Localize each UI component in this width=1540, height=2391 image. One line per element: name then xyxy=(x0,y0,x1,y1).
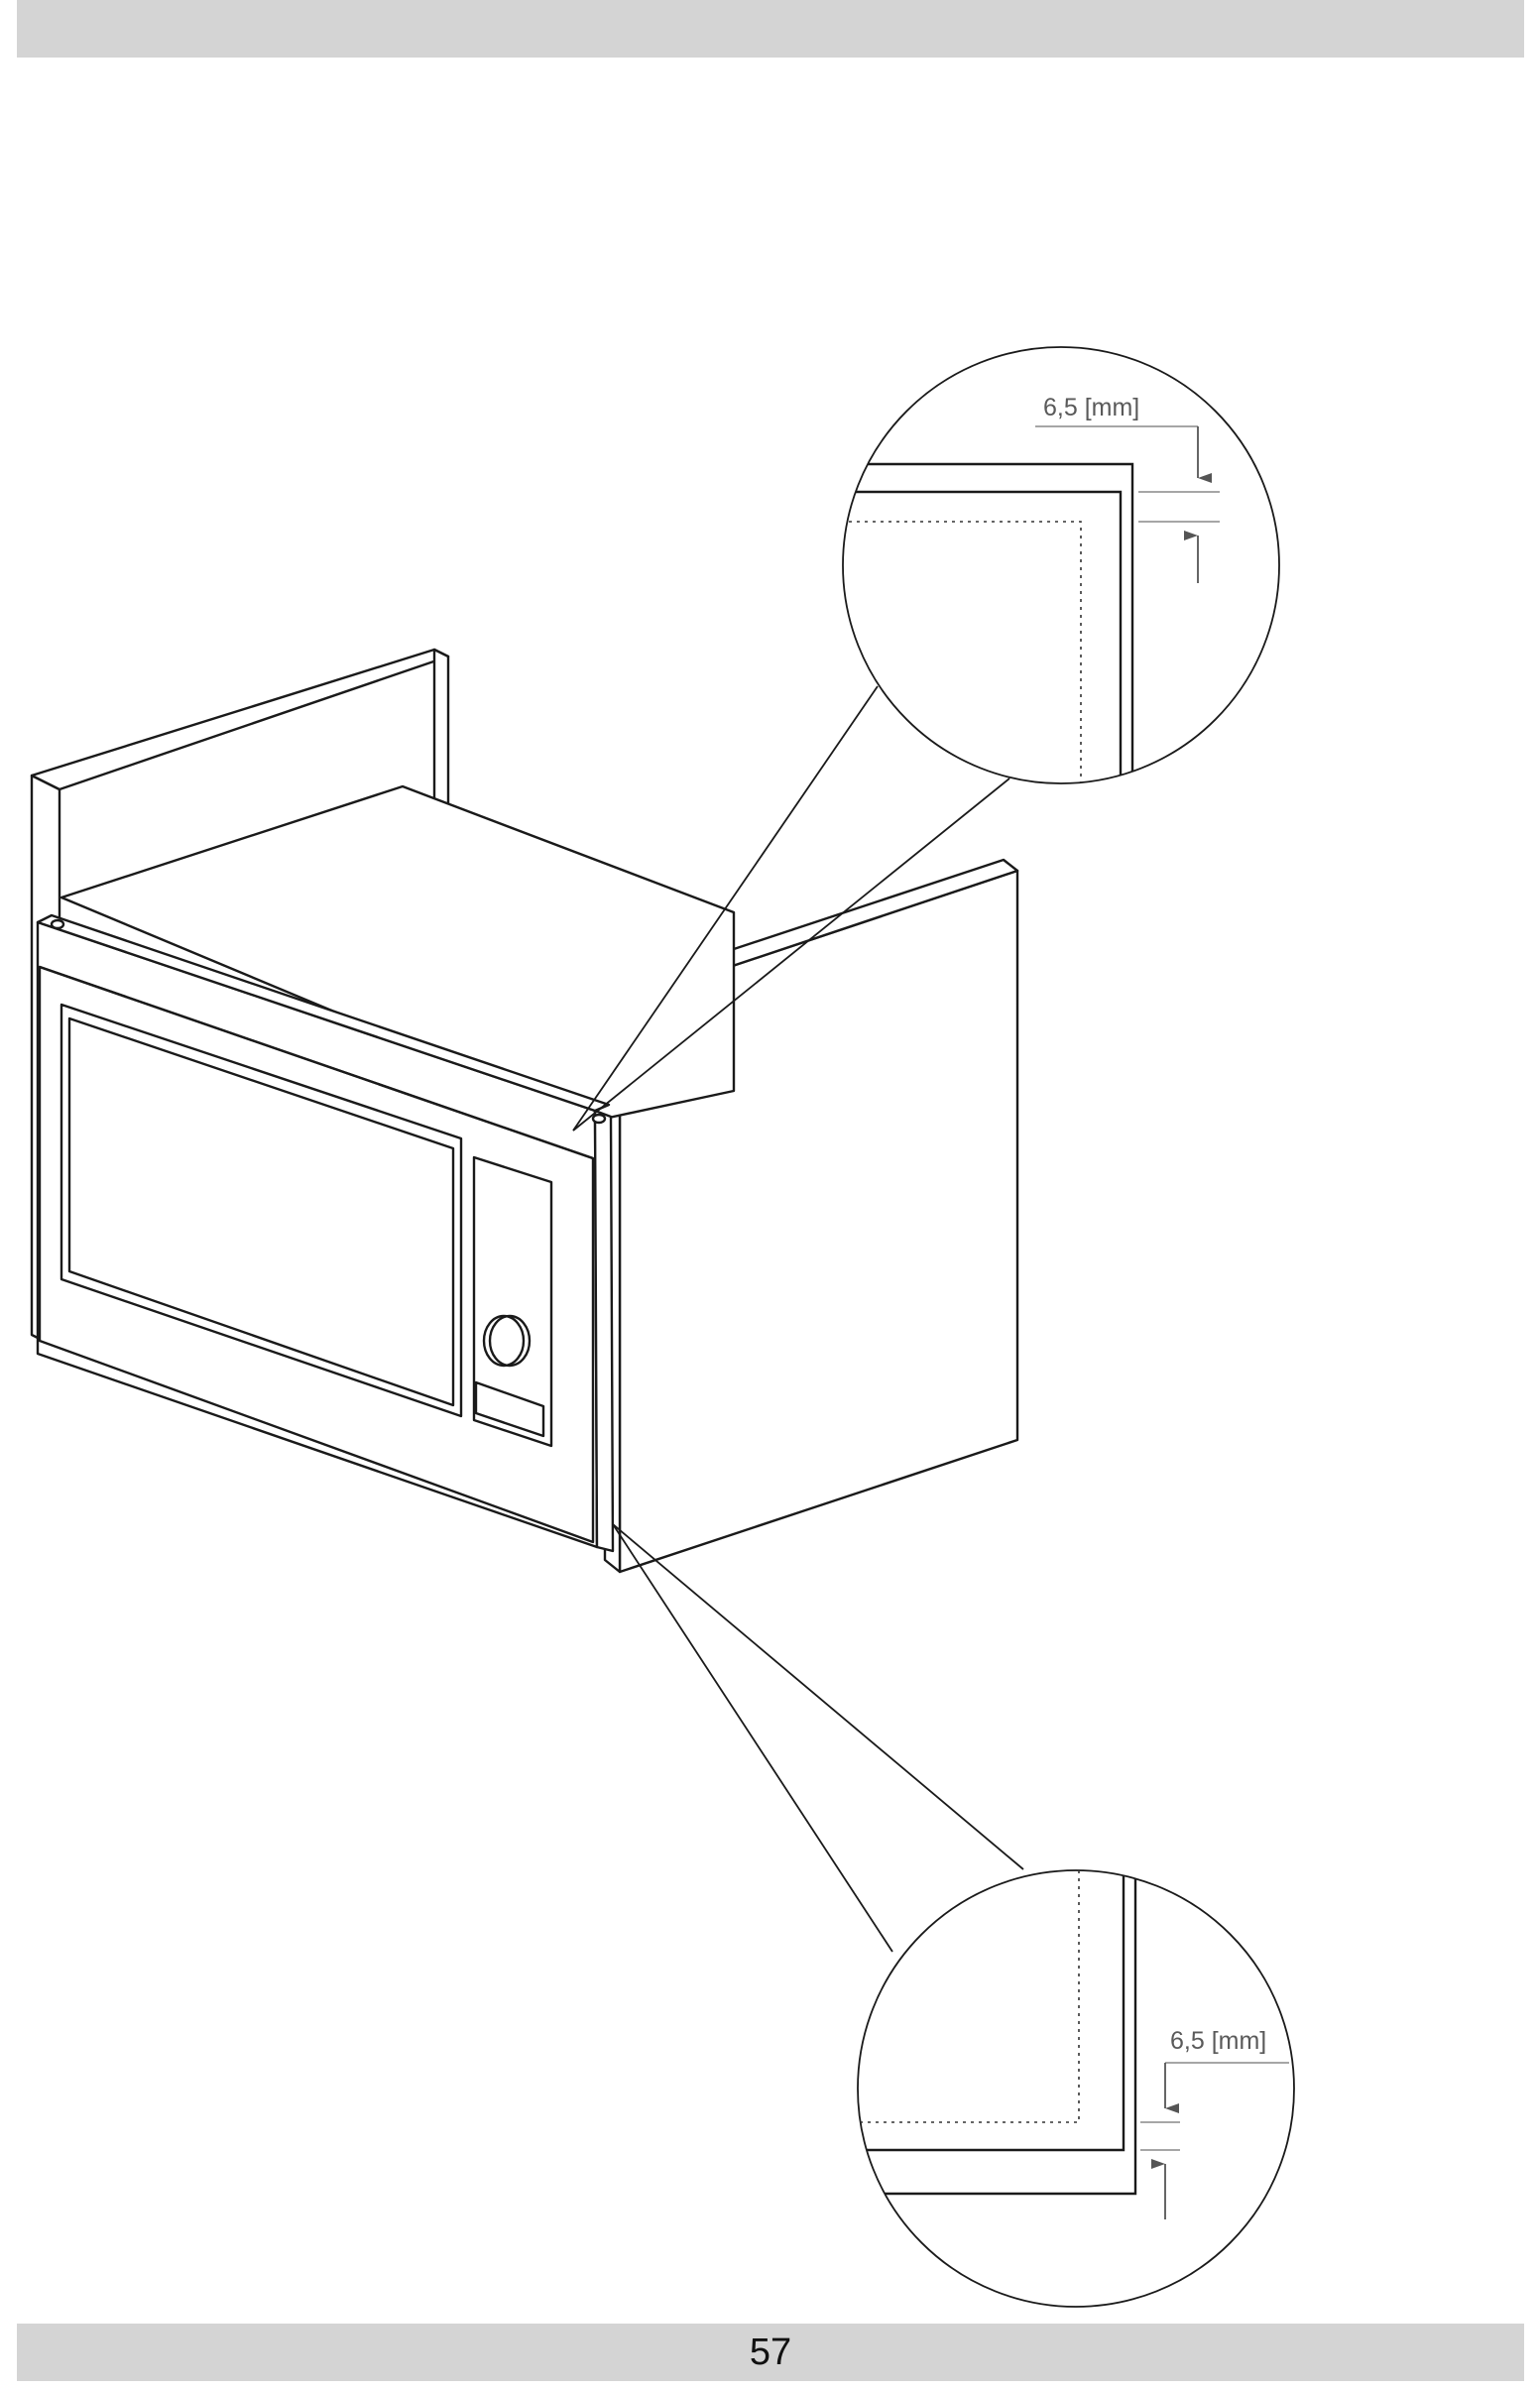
microwave-frame-inner xyxy=(38,965,595,1544)
frame-screw-left xyxy=(50,918,65,930)
cabinet-left-panel-top xyxy=(30,648,450,791)
microwave-frame-edge xyxy=(593,1109,615,1553)
microwave-frame-top-strip xyxy=(36,913,611,1113)
footer-bar: 57 xyxy=(17,2324,1524,2381)
page-number: 57 xyxy=(749,2331,792,2373)
control-panel xyxy=(472,1155,553,1448)
detail-circle-bottom: 6,5 [mm] xyxy=(857,1869,1295,2308)
microwave-illustration xyxy=(36,784,736,1553)
dimension-label-top: 6,5 [mm] xyxy=(1043,394,1139,421)
control-display xyxy=(474,1380,545,1438)
detail-circle-top: 6,5 [mm] xyxy=(842,346,1280,784)
cabinet-left-panel-side xyxy=(432,648,450,815)
callout-lines xyxy=(572,685,1024,1953)
door-window-inner xyxy=(67,1016,455,1407)
header-bar xyxy=(17,0,1524,58)
frame-screw-right xyxy=(591,1113,607,1125)
dimension-label-bottom: 6,5 [mm] xyxy=(1170,2027,1266,2055)
